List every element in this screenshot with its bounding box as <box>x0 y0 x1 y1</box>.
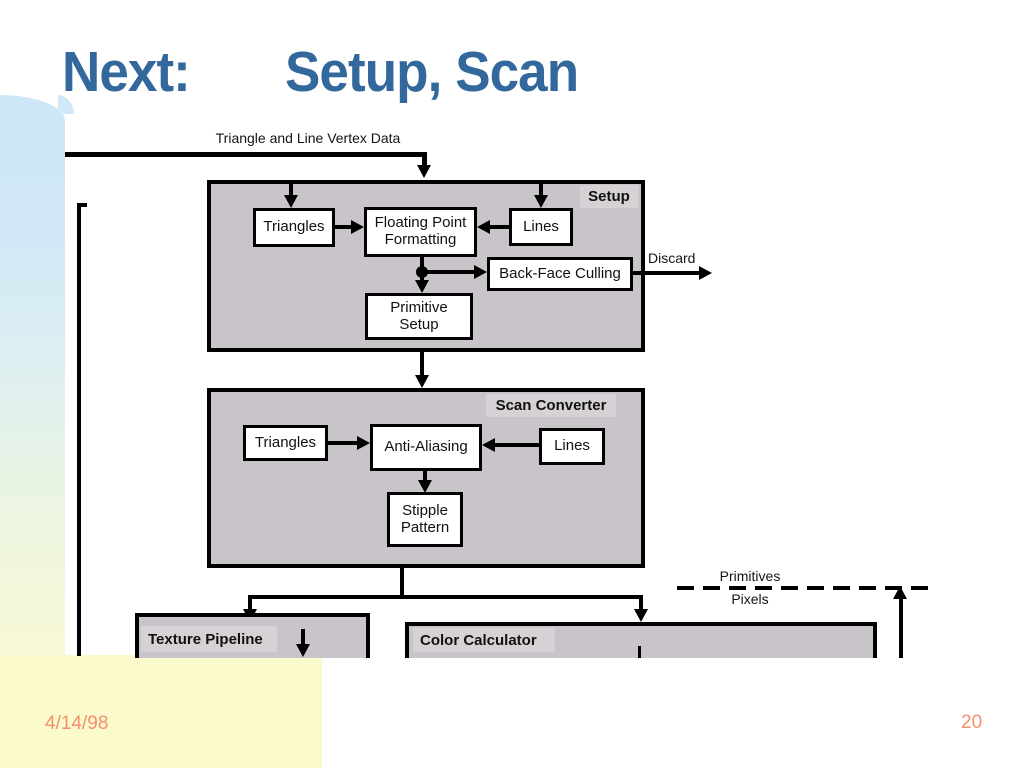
arrowhead-stipple-icon <box>418 480 432 493</box>
input-data-label: Triangle and Line Vertex Data <box>215 130 401 146</box>
arrowhead-to-fpf-left-icon <box>351 220 364 234</box>
feedback-up-line <box>899 598 903 658</box>
node-triangles-setup: Triangles <box>253 208 335 247</box>
pixels-label: Pixels <box>731 591 769 607</box>
feed-corner <box>422 152 427 167</box>
scan-converter-group-title: Scan Converter <box>486 394 616 417</box>
feed-arrowhead-icon <box>417 165 431 178</box>
footer-page-number: 20 <box>961 712 983 733</box>
connector-triangles-to-aa <box>328 441 359 445</box>
page-title-main: Setup, Scan <box>285 40 579 104</box>
connector-scan-exit <box>400 568 404 595</box>
connector-discard <box>633 271 701 275</box>
arrowhead-scan-icon <box>415 375 429 388</box>
node-back-face-culling: Back-Face Culling <box>487 257 633 291</box>
node-lines-setup: Lines <box>509 208 573 246</box>
primitives-label: Primitives <box>719 568 781 584</box>
feedback-up-arrowhead-icon <box>893 586 907 599</box>
arrowhead-color-calculator-icon <box>634 609 648 622</box>
texture-pipeline-title: Texture Pipeline <box>141 626 277 652</box>
texture-pipeline-inner-arrow-icon <box>296 644 310 657</box>
arrow-into-lines-setup <box>539 184 543 197</box>
page-title-prefix: Next: <box>62 40 191 104</box>
color-calculator-title: Color Calculator <box>413 628 555 652</box>
connector-to-backface <box>422 270 476 274</box>
arrowhead-backface-icon <box>474 265 487 279</box>
primitives-pixels-dashed-line <box>677 586 930 590</box>
fork-left-leg <box>248 595 252 610</box>
node-triangles-scan: Triangles <box>243 425 328 461</box>
node-floating-point-formatting: Floating Point Formatting <box>364 207 477 257</box>
arrowhead-aa-left-icon <box>357 436 370 450</box>
discard-label: Discard <box>648 250 696 266</box>
connector-lines-to-fpf <box>489 225 509 229</box>
bottom-yellow-band <box>0 655 322 768</box>
texture-pipeline-inner-line <box>301 629 305 645</box>
arrow-into-triangles-setup <box>289 184 293 197</box>
connector-setup-to-scan <box>420 352 424 377</box>
footer-date: 4/14/98 <box>45 713 109 734</box>
arrowhead-aa-right-icon <box>482 438 495 452</box>
connector-aa-to-stipple <box>423 471 427 481</box>
node-anti-aliasing: Anti-Aliasing <box>370 424 482 471</box>
arrowhead-triangles-setup-icon <box>284 195 298 208</box>
feed-line <box>65 152 427 157</box>
node-stipple-pattern: Stipple Pattern <box>387 492 463 547</box>
fork-right-leg <box>639 595 643 610</box>
setup-group-title: Setup <box>580 185 638 208</box>
node-primitive-setup: Primitive Setup <box>365 293 473 340</box>
arrowhead-discard-icon <box>699 266 712 280</box>
arrowhead-lines-setup-icon <box>534 195 548 208</box>
arrowhead-primitive-setup-icon <box>415 280 429 293</box>
loop-vertical-line <box>77 203 81 656</box>
connector-lines-to-aa <box>494 443 539 447</box>
connector-triangles-to-fpf <box>335 225 353 229</box>
arrowhead-to-fpf-right-icon <box>477 220 490 234</box>
node-lines-scan: Lines <box>539 428 605 465</box>
fork-line <box>248 595 643 599</box>
color-calculator-inner-line <box>638 646 641 658</box>
loop-stub-line <box>77 203 87 207</box>
